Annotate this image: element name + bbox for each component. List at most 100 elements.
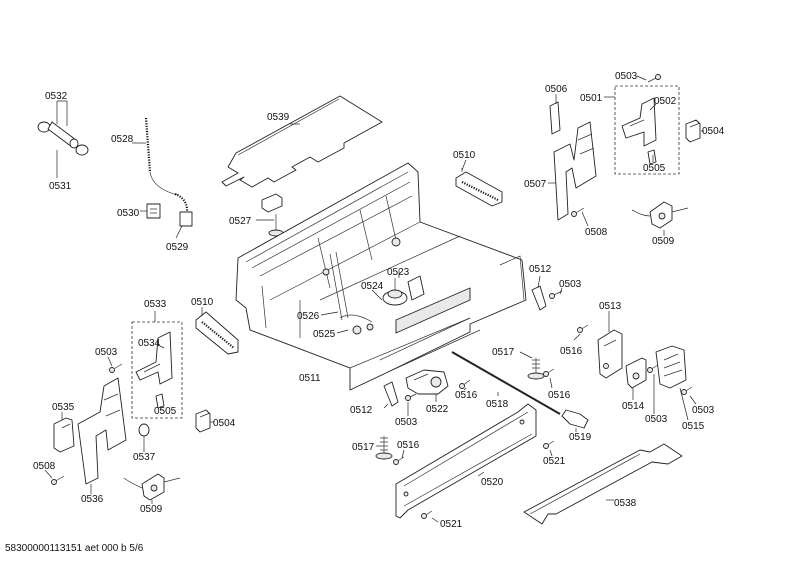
part-0518-rod bbox=[451, 351, 561, 415]
part-0535-cover bbox=[53, 417, 75, 453]
label-0503-center: 0503 bbox=[395, 417, 418, 428]
label-0529: 0529 bbox=[166, 242, 189, 253]
label-0522: 0522 bbox=[426, 404, 449, 415]
part-0519-nozzle bbox=[561, 409, 589, 429]
label-0513: 0513 bbox=[599, 301, 622, 312]
part-0517-foot-left bbox=[375, 436, 393, 460]
part-0516-screw-right-b bbox=[577, 324, 589, 333]
label-0527: 0527 bbox=[229, 216, 252, 227]
label-0524: 0524 bbox=[361, 281, 384, 292]
label-0506: 0506 bbox=[545, 84, 568, 95]
part-0503-screw-center bbox=[405, 393, 417, 401]
label-0539: 0539 bbox=[267, 112, 290, 123]
label-0530: 0530 bbox=[117, 208, 140, 219]
leader-0534 bbox=[157, 344, 165, 349]
group-box-0501 bbox=[614, 85, 680, 175]
leader-0516b bbox=[549, 377, 553, 389]
part-0504-cap-upper bbox=[685, 119, 701, 143]
part-0502-bracket bbox=[621, 97, 657, 147]
label-0503-right: 0503 bbox=[559, 279, 582, 290]
part-0507-support-frame bbox=[553, 121, 597, 221]
leader-0516c bbox=[463, 387, 467, 391]
part-0511-base-tub bbox=[235, 162, 527, 391]
label-0503-left: 0503 bbox=[95, 347, 118, 358]
label-0517-left: 0517 bbox=[352, 442, 375, 453]
label-0523: 0523 bbox=[387, 267, 410, 278]
label-0508-lower: 0508 bbox=[33, 461, 56, 472]
label-0503-cover: 0503 bbox=[692, 405, 715, 416]
part-0520-kickplate bbox=[395, 403, 537, 519]
leader-0524 bbox=[371, 289, 383, 301]
part-0539-cover-plate bbox=[221, 95, 383, 188]
label-0505-lower: 0505 bbox=[154, 406, 177, 417]
leader-0516a bbox=[573, 333, 581, 341]
label-0516-right-a: 0516 bbox=[560, 346, 583, 357]
label-0503-hinge: 0503 bbox=[645, 414, 668, 425]
label-0516-left: 0516 bbox=[397, 440, 420, 451]
part-0524-hose bbox=[339, 314, 374, 335]
part-0521-screw-b bbox=[421, 510, 433, 519]
label-0502: 0502 bbox=[654, 96, 677, 107]
leader-0515 bbox=[679, 387, 689, 421]
leader-0508b bbox=[44, 469, 53, 479]
label-0520: 0520 bbox=[481, 477, 504, 488]
part-0517-foot-right bbox=[527, 358, 545, 380]
leader-0525 bbox=[336, 329, 349, 334]
group-box-0533 bbox=[131, 321, 183, 419]
label-0516-right-b: 0516 bbox=[548, 390, 571, 401]
label-0521-right: 0521 bbox=[543, 456, 566, 467]
leader-0517a bbox=[519, 351, 533, 359]
label-0503-upper: 0503 bbox=[615, 71, 638, 82]
label-0521-lower: 0521 bbox=[440, 519, 463, 530]
part-0531-hose-connector bbox=[37, 121, 89, 156]
label-0533: 0533 bbox=[144, 299, 167, 310]
part-0521-screw-a bbox=[543, 440, 555, 449]
label-0525: 0525 bbox=[313, 329, 336, 340]
part-0504-cap-lower bbox=[195, 409, 211, 433]
drawing-number-footer: 58300000113151 aet 000 b 5/6 bbox=[5, 543, 144, 554]
label-0536: 0536 bbox=[81, 494, 104, 505]
label-0507: 0507 bbox=[524, 179, 547, 190]
leader-0526 bbox=[320, 311, 339, 316]
label-0537: 0537 bbox=[133, 452, 156, 463]
part-0509-hinge-upper bbox=[631, 201, 689, 229]
part-0503-screw-left bbox=[109, 363, 123, 373]
part-0506-bracket bbox=[549, 101, 561, 135]
label-0504-lower: 0504 bbox=[213, 418, 236, 429]
part-0536-support-frame bbox=[77, 377, 127, 485]
label-0534: 0534 bbox=[138, 338, 161, 349]
leader-0508 bbox=[581, 211, 589, 227]
part-0515-cover bbox=[655, 345, 687, 389]
part-0522-valve bbox=[405, 369, 449, 395]
leader-0532b bbox=[57, 100, 68, 126]
label-0514: 0514 bbox=[622, 401, 645, 412]
label-0528: 0528 bbox=[111, 134, 134, 145]
label-0510-lower: 0510 bbox=[191, 297, 214, 308]
label-0531: 0531 bbox=[49, 181, 72, 192]
label-0501: 0501 bbox=[580, 93, 603, 104]
leader-0502 bbox=[649, 103, 657, 111]
leader-0510a bbox=[461, 159, 467, 171]
part-0510-heater-upper bbox=[455, 168, 503, 207]
part-0510-heater-lower bbox=[195, 311, 239, 355]
part-0503-screw-right bbox=[549, 290, 563, 299]
part-0508-screw bbox=[571, 207, 585, 217]
part-0512-bracket-right bbox=[531, 285, 547, 311]
part-0514-hinge bbox=[625, 357, 647, 389]
part-0509-hinge-lower bbox=[123, 473, 181, 501]
label-0515: 0515 bbox=[682, 421, 705, 432]
leader-0503b bbox=[559, 287, 563, 295]
label-0518: 0518 bbox=[486, 399, 509, 410]
label-0526: 0526 bbox=[297, 311, 320, 322]
label-0508-upper: 0508 bbox=[585, 227, 608, 238]
part-0505-clip-lower bbox=[155, 393, 165, 409]
label-layer: 0532 0531 0528 0530 0529 0539 0527 0510 … bbox=[33, 71, 725, 530]
label-0512-lower: 0512 bbox=[350, 405, 373, 416]
leader-0512a bbox=[537, 275, 541, 289]
leader-0529 bbox=[175, 225, 183, 239]
leader-0503c bbox=[107, 356, 113, 367]
leader-0520 bbox=[477, 471, 485, 477]
label-0505-upper: 0505 bbox=[643, 163, 666, 174]
part-0516-screw-center bbox=[459, 379, 471, 389]
